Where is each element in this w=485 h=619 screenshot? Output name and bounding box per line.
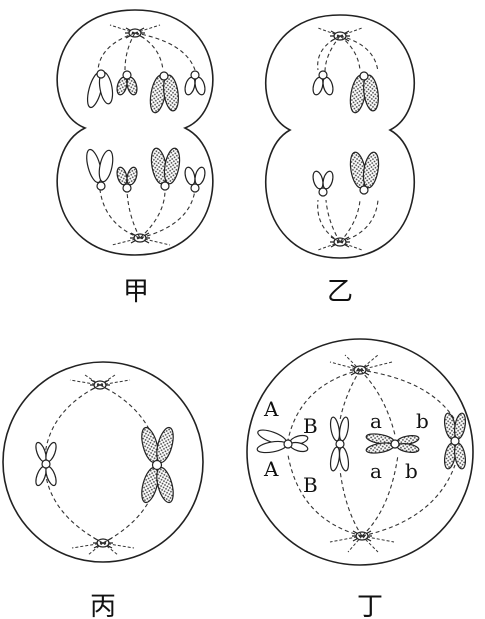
chromosome-yi-upper-2 [349,71,379,114]
panel-jia: 甲 [56,9,214,307]
panel-ding: A B a b A B a b 丁 [246,338,474,619]
chromosome-upper-4 [184,70,206,96]
gene-label-A-lower: A [263,457,279,481]
chromosome-yi-lower-1 [312,170,334,197]
chromosome-lower-4 [184,166,206,193]
panel-bing: 丙 [2,361,204,619]
chromosome-bing-1 [35,441,57,487]
cell-membrane-jia [56,9,214,256]
caption-bing: 丙 [90,592,116,619]
gene-label-B-upper: B [303,414,318,438]
chromosome-bb [443,412,467,470]
chromosome-lower-1 [86,148,114,191]
caption-jia: 甲 [123,277,149,307]
panel-yi: 乙 [265,14,415,307]
chromosome-upper-1 [86,69,114,109]
chromosome-aa [365,433,420,454]
cell-membrane-ding [246,338,474,566]
gene-label-b-lower: b [405,459,418,483]
chromosome-bing-2 [141,426,174,504]
gene-label-a-upper: a [370,409,382,433]
chromosome-upper-2 [116,70,138,96]
chromosome-yi-upper-1 [312,70,334,96]
caption-yi: 乙 [327,277,353,307]
chromosome-yi-lower-2 [349,151,380,195]
gene-label-A-upper: A [263,397,279,421]
chromosome-lower-2 [116,166,138,193]
chromosome-BB [329,416,350,472]
chromosome-AA [256,429,309,454]
cell-membrane-yi [265,14,415,259]
gene-label-a-lower: a [370,459,382,483]
caption-ding: 丁 [357,592,383,619]
chromosome-lower-3 [150,147,181,191]
gene-label-b-upper: b [416,409,429,433]
gene-label-B-lower: B [303,473,318,497]
chromosome-upper-3 [149,71,179,114]
cell-membrane-bing [2,361,204,563]
